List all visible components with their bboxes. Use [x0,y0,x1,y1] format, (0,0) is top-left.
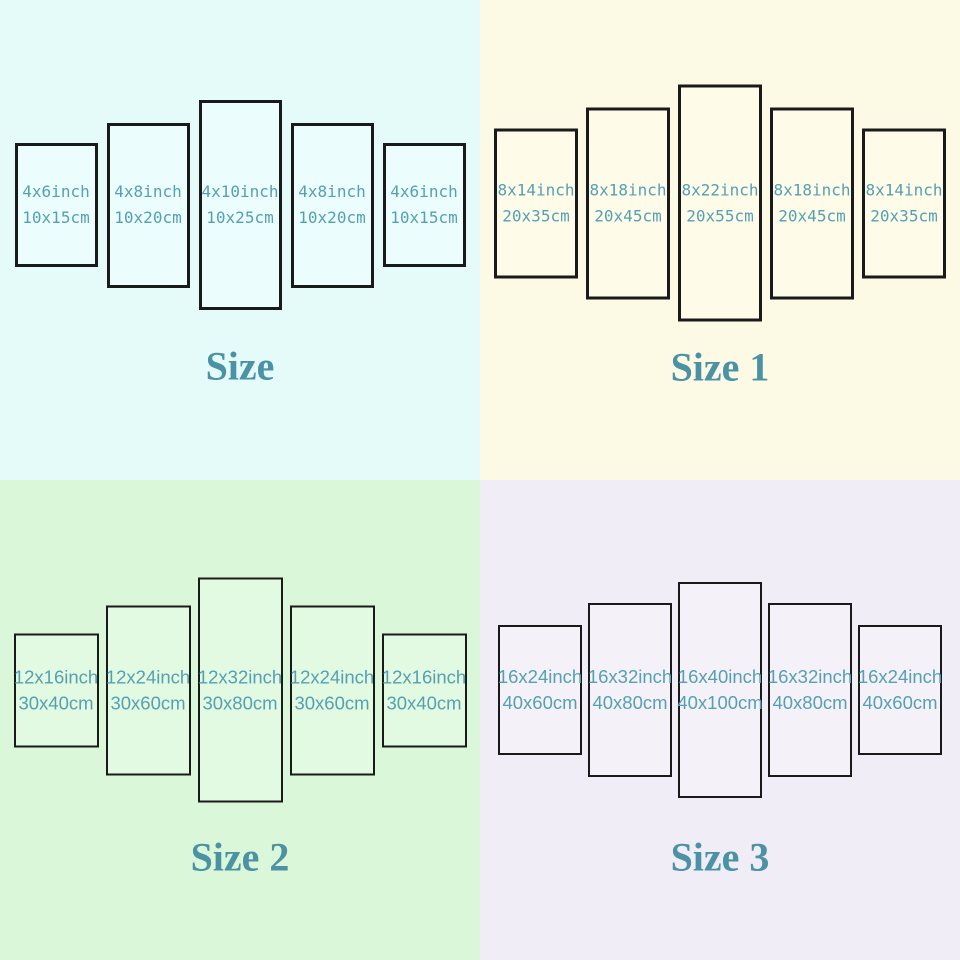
panel-size-label: 8x22inch 20x55cm [681,177,758,229]
panel: 12x24inch 30x60cm [289,605,375,775]
panel-size-label: 8x14inch 20x35cm [865,177,942,229]
quadrant-title: Size 1 [670,344,770,390]
cm-size: 20x55cm [686,206,754,225]
panel-size-label: 16x24inch 40x60cm [858,664,942,716]
panel: 16x24inch 40x60cm [858,625,942,755]
inch-size: 16x24inch [857,666,943,687]
panel-size-label: 8x18inch 20x45cm [773,177,850,229]
cm-size: 40x80cm [592,692,668,713]
cm-size: 30x60cm [110,692,186,713]
inch-size: 12x32inch [197,666,283,687]
cm-size: 30x60cm [294,692,370,713]
panel-size-label: 12x32inch 30x80cm [198,664,282,716]
panel-size-label: 12x24inch 30x60cm [106,664,190,716]
panel-size-label: 8x14inch 20x35cm [497,177,574,229]
inch-size: 12x24inch [105,666,191,687]
inch-size: 16x32inch [587,666,673,687]
panel-size-label: 8x18inch 20x45cm [589,177,666,229]
quadrant-size-3: 16x24inch 40x60cm 16x32inch 40x80cm 16x4… [480,480,960,960]
inch-size: 8x22inch [681,180,759,199]
panel: 12x32inch 30x80cm [197,577,283,803]
cm-size: 10x25cm [206,208,274,227]
quadrant-size-1: 8x14inch 20x35cm 8x18inch 20x45cm 8x22in… [480,0,960,480]
panel-size-label: 4x8inch 10x20cm [298,179,365,231]
panel-row: 8x14inch 20x35cm 8x18inch 20x45cm 8x22in… [480,84,960,322]
panel-size-label: 4x6inch 10x15cm [390,179,457,231]
inch-size: 8x14inch [497,180,575,199]
cm-size: 10x15cm [390,208,458,227]
inch-size: 16x40inch [677,666,763,687]
cm-size: 30x40cm [386,692,462,713]
panel-size-label: 16x32inch 40x80cm [588,664,672,716]
quadrant-size: 4x6inch 10x15cm 4x8inch 10x20cm 4x10inch… [0,0,480,480]
inch-size: 8x18inch [589,180,667,199]
panel: 8x18inch 20x45cm [770,107,854,299]
inch-size: 16x32inch [767,666,853,687]
panel: 12x16inch 30x40cm [381,633,467,747]
quadrant-title: Size 2 [190,834,290,880]
inch-size: 4x6inch [390,182,458,201]
panel-size-label: 4x8inch 10x20cm [114,179,181,231]
panel: 8x14inch 20x35cm [862,128,946,278]
inch-size: 4x8inch [298,182,366,201]
inch-size: 16x24inch [497,666,583,687]
panel-size-label: 16x32inch 40x80cm [768,664,852,716]
cm-size: 10x20cm [298,208,366,227]
panel: 8x22inch 20x55cm [678,84,762,322]
panel-row: 4x6inch 10x15cm 4x8inch 10x20cm 4x10inch… [0,100,480,310]
panel: 4x10inch 10x25cm [198,100,282,310]
cm-size: 40x60cm [862,692,938,713]
panel: 12x16inch 30x40cm [13,633,99,747]
cm-size: 10x20cm [114,208,182,227]
panel: 8x18inch 20x45cm [586,107,670,299]
panel: 8x14inch 20x35cm [494,128,578,278]
quadrant-title: Size [205,343,275,389]
panel: 4x6inch 10x15cm [14,143,98,267]
panel: 4x8inch 10x20cm [106,122,190,288]
inch-size: 4x6inch [22,182,90,201]
cm-size: 30x40cm [18,692,94,713]
panel-size-label: 16x24inch 40x60cm [498,664,582,716]
panel-size-label: 16x40inch 40x100cm [677,664,762,716]
cm-size: 20x35cm [502,206,570,225]
cm-size: 40x80cm [772,692,848,713]
inch-size: 12x16inch [13,666,99,687]
panel-size-label: 12x16inch 30x40cm [382,664,466,716]
quadrant-title: Size 3 [670,834,770,880]
panel-size-label: 12x24inch 30x60cm [290,664,374,716]
quadrant-size-2: 12x16inch 30x40cm 12x24inch 30x60cm 12x3… [0,480,480,960]
inch-size: 12x24inch [289,666,375,687]
cm-size: 20x45cm [594,206,662,225]
inch-size: 8x18inch [773,180,851,199]
cm-size: 30x80cm [202,692,278,713]
panel-size-label: 4x10inch 10x25cm [201,179,278,231]
panel-row: 12x16inch 30x40cm 12x24inch 30x60cm 12x3… [0,577,480,803]
panel-size-label: 4x6inch 10x15cm [22,179,89,231]
inch-size: 4x8inch [114,182,182,201]
cm-size: 40x60cm [502,692,578,713]
panel: 16x32inch 40x80cm [768,603,852,777]
cm-size: 20x35cm [870,206,938,225]
panel-size-label: 12x16inch 30x40cm [14,664,98,716]
panel: 16x40inch 40x100cm [677,582,763,798]
panel: 16x24inch 40x60cm [498,625,582,755]
cm-size: 40x100cm [677,692,763,713]
panel-row: 16x24inch 40x60cm 16x32inch 40x80cm 16x4… [480,582,960,798]
cm-size: 10x15cm [22,208,90,227]
panel: 4x8inch 10x20cm [290,122,374,288]
panel: 12x24inch 30x60cm [105,605,191,775]
inch-size: 4x10inch [201,182,279,201]
panel: 16x32inch 40x80cm [588,603,672,777]
inch-size: 8x14inch [865,180,943,199]
panel: 4x6inch 10x15cm [382,143,466,267]
cm-size: 20x45cm [778,206,846,225]
inch-size: 12x16inch [381,666,467,687]
